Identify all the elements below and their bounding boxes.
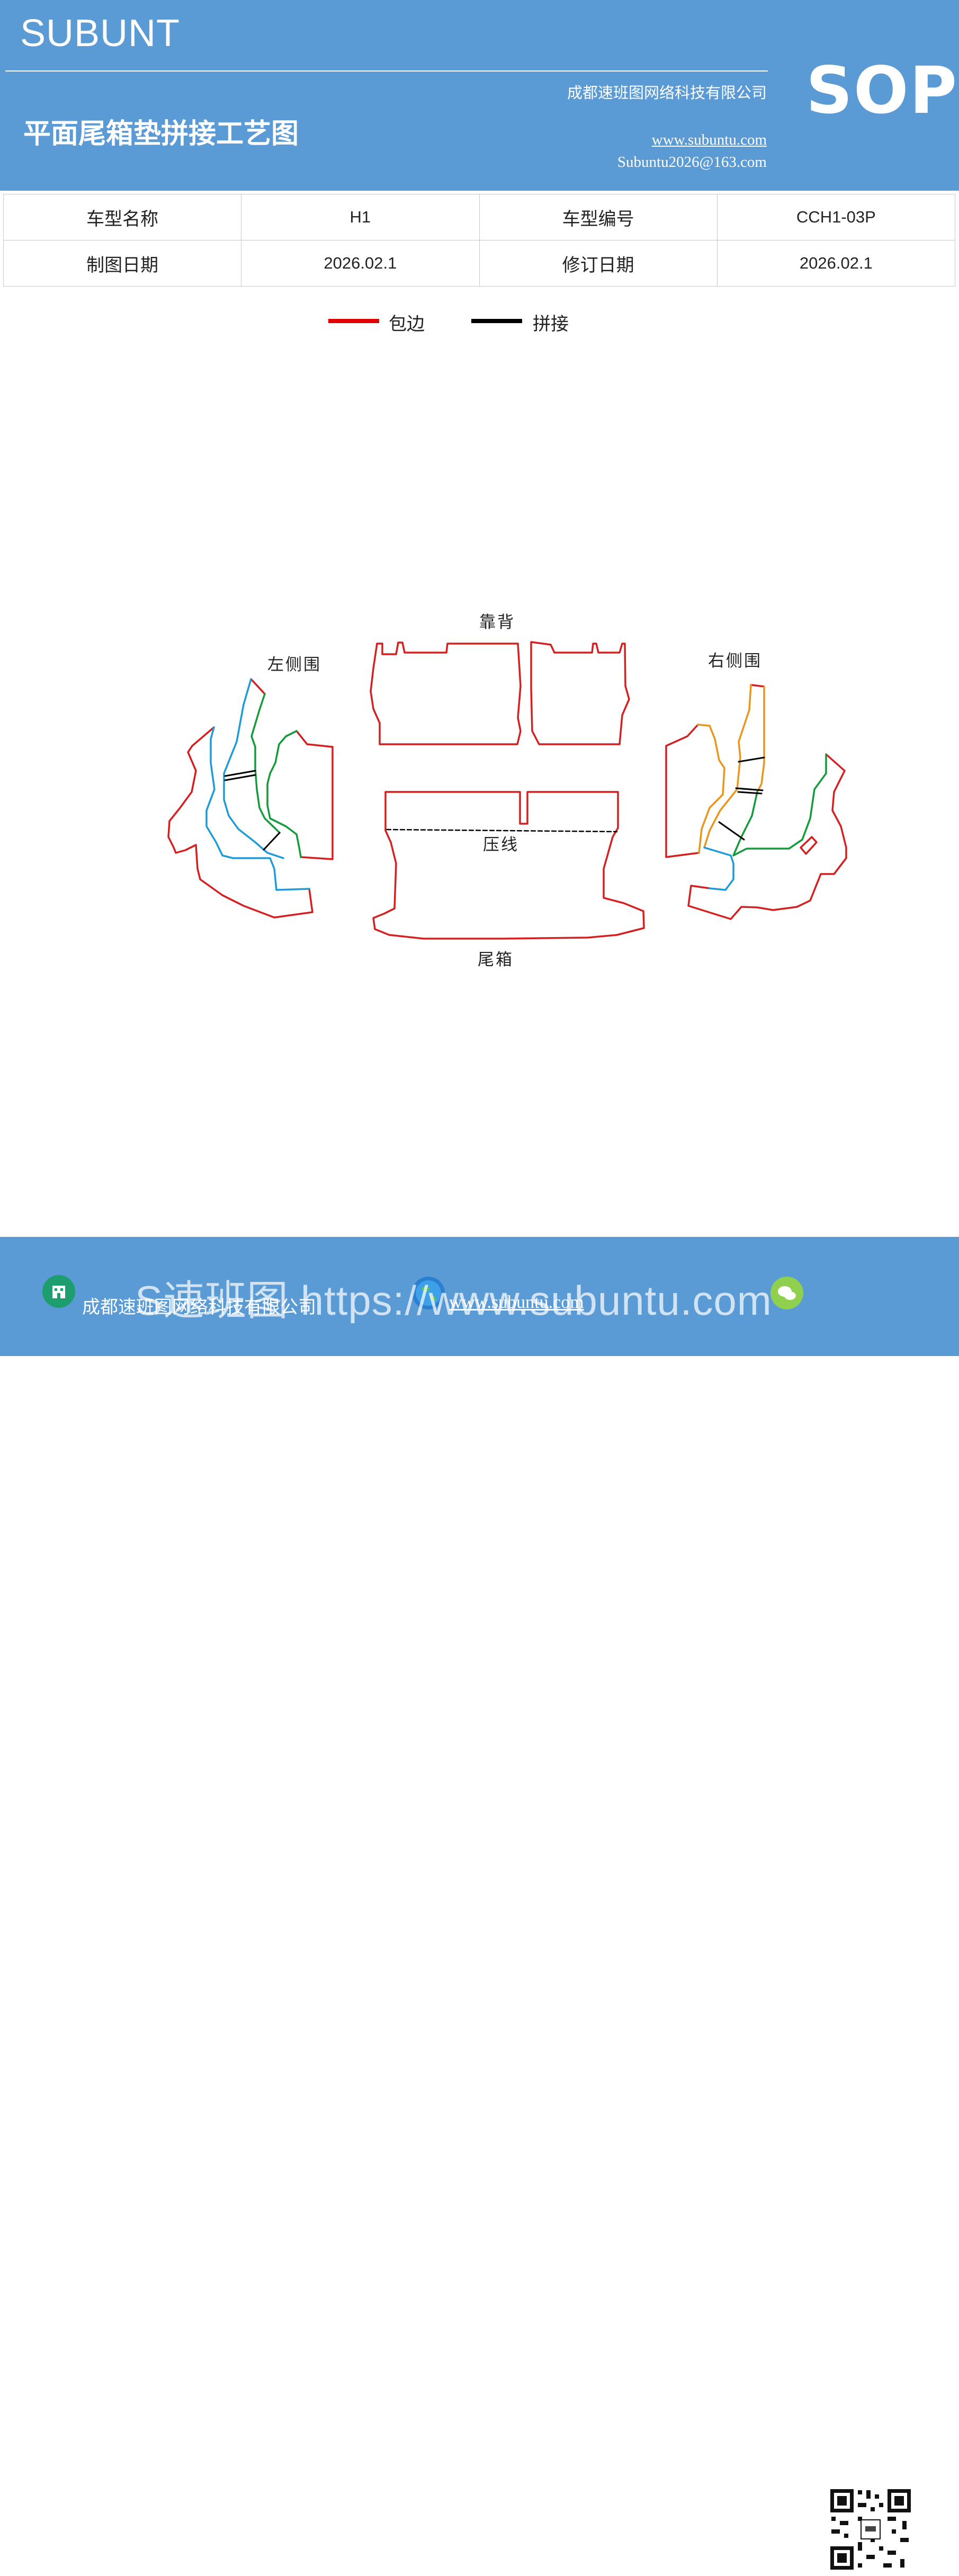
mat-splicing-diagram: 靠背 左侧围 右侧围 压线 尾箱 bbox=[167, 613, 847, 969]
drawing-date-value: 2026.02.1 bbox=[241, 240, 480, 287]
footer-watermark: S速班图 https://www.subuntu.com bbox=[135, 1277, 772, 1324]
sop-badge: SOP bbox=[806, 53, 958, 128]
trunk-mat bbox=[372, 791, 645, 940]
model-code-label: 车型编号 bbox=[479, 194, 718, 240]
label-right-side: 右侧围 bbox=[708, 652, 762, 671]
label-left-side: 左侧围 bbox=[267, 655, 321, 674]
left-side-seam-1 bbox=[224, 770, 256, 777]
model-name-label: 车型名称 bbox=[3, 194, 242, 240]
qr-code bbox=[826, 2485, 915, 2574]
left-side-blue-outer bbox=[205, 726, 310, 891]
drawing-date-label: 制图日期 bbox=[3, 240, 242, 287]
right-side-seam-4 bbox=[718, 821, 745, 841]
right-side-red-slot bbox=[800, 836, 818, 855]
legend-label-edging: 包边 bbox=[389, 314, 425, 335]
right-side-orange-a bbox=[697, 724, 725, 854]
right-side-green bbox=[732, 753, 827, 857]
legend-label-splice: 拼接 bbox=[533, 314, 569, 335]
right-side-seam-2 bbox=[735, 787, 764, 791]
header-company-name: 成都速班图网络科技有限公司 bbox=[567, 84, 767, 102]
right-side-red-bottom bbox=[687, 753, 847, 920]
right-side-red-top bbox=[750, 684, 765, 688]
wechat-icon bbox=[770, 1277, 803, 1309]
page-footer: 成都速班图网络科技有限公司 www.subuntu.com bbox=[0, 1237, 959, 2574]
table-row: 制图日期 2026.02.1 修订日期 2026.02.1 bbox=[3, 240, 956, 287]
label-backrest: 靠背 bbox=[479, 613, 515, 632]
revision-date-label: 修订日期 bbox=[479, 240, 718, 287]
right-side-orange-c bbox=[756, 685, 765, 793]
left-side-red-right bbox=[295, 730, 334, 860]
model-name-value: H1 bbox=[241, 194, 480, 240]
label-trunk: 尾箱 bbox=[478, 950, 514, 969]
right-side-seam-1 bbox=[738, 756, 765, 763]
crease-line bbox=[386, 828, 618, 833]
left-side-green-b bbox=[266, 730, 302, 858]
right-side-orange-b bbox=[703, 684, 752, 849]
header-website-link[interactable]: www.subuntu.com bbox=[651, 131, 767, 148]
label-crease: 压线 bbox=[483, 835, 519, 854]
vehicle-info-table: 车型名称 H1 车型编号 CCH1-03P 制图日期 2026.02.1 修订日… bbox=[3, 194, 956, 287]
left-side-red-edge bbox=[167, 726, 313, 919]
backrest-left-panel bbox=[370, 641, 522, 745]
page-header: SUBUNT 平面尾箱垫拼接工艺图 成都速班图网络科技有限公司 www.subu… bbox=[0, 0, 959, 191]
document-title: 平面尾箱垫拼接工艺图 bbox=[23, 118, 299, 150]
legend: 包边 拼接 bbox=[0, 307, 959, 339]
header-email[interactable]: Subuntu2026@163.com bbox=[617, 154, 767, 171]
right-side-blue bbox=[703, 846, 734, 891]
left-side-red-top bbox=[250, 678, 266, 695]
header-divider bbox=[5, 70, 768, 72]
table-row: 车型名称 H1 车型编号 CCH1-03P bbox=[3, 194, 956, 240]
building-icon bbox=[42, 1275, 75, 1308]
right-side-red-left bbox=[665, 724, 700, 858]
footer-company-name: 成都速班图网络科技有限公司 bbox=[82, 1297, 316, 1318]
legend-swatch-edging bbox=[328, 319, 379, 323]
revision-date-value: 2026.02.1 bbox=[716, 240, 956, 287]
brand-logo-text: SUBUNT bbox=[20, 12, 181, 55]
right-side-seam-3 bbox=[737, 791, 763, 795]
legend-swatch-splice bbox=[471, 319, 522, 323]
globe-icon bbox=[412, 1277, 445, 1309]
left-side-blue-inner bbox=[223, 678, 284, 859]
backrest-right-panel bbox=[530, 641, 630, 745]
footer-website-link[interactable]: www.subuntu.com bbox=[449, 1293, 584, 1312]
left-side-seam-3 bbox=[263, 832, 281, 851]
left-side-green-a bbox=[250, 693, 281, 834]
left-side-seam-2 bbox=[224, 774, 256, 781]
model-code-value: CCH1-03P bbox=[716, 194, 956, 240]
